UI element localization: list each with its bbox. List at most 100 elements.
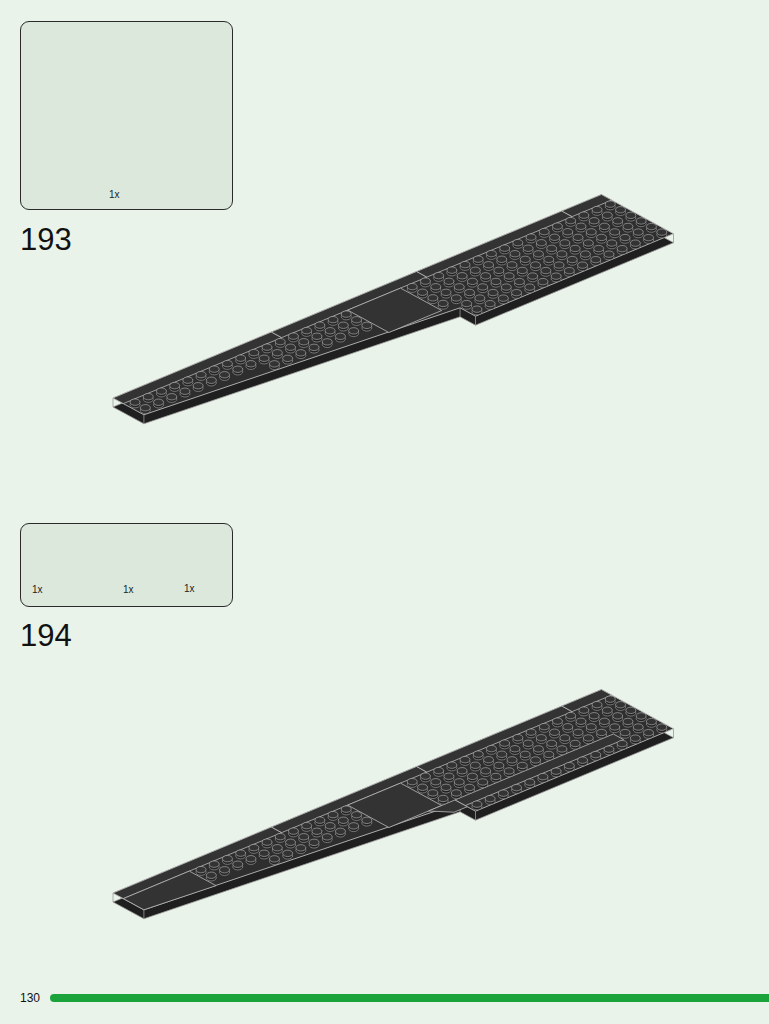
stud — [460, 261, 470, 270]
stud — [531, 757, 541, 766]
stud — [341, 806, 351, 815]
stud — [312, 828, 322, 837]
stud — [497, 751, 507, 760]
stud — [220, 867, 230, 876]
stud — [444, 278, 454, 287]
stud — [236, 355, 246, 364]
wing-plate — [113, 690, 674, 919]
stud — [507, 757, 517, 766]
stud — [512, 289, 522, 298]
stud — [272, 845, 282, 854]
stud — [485, 300, 495, 309]
stud — [497, 256, 507, 265]
stud — [554, 262, 564, 271]
stud — [523, 740, 533, 749]
plate-edge — [113, 398, 114, 407]
plate-edge — [113, 893, 114, 902]
stud — [513, 239, 523, 248]
stud — [288, 333, 298, 342]
stud — [613, 713, 623, 722]
stud — [620, 729, 630, 738]
part-quantity: 1x — [32, 584, 43, 595]
stud — [156, 388, 166, 397]
stud — [472, 801, 482, 810]
stud — [576, 223, 586, 232]
stud — [536, 240, 546, 249]
tile — [455, 734, 624, 806]
stud — [602, 707, 612, 716]
stud — [193, 383, 203, 392]
tile — [348, 783, 442, 827]
stud — [209, 366, 219, 375]
stud — [591, 751, 601, 760]
stud — [605, 696, 615, 705]
stud — [475, 295, 485, 304]
stud — [438, 795, 448, 804]
stud — [454, 779, 464, 788]
stud — [616, 702, 626, 711]
stud — [441, 784, 451, 793]
stud — [488, 289, 498, 298]
stud — [626, 212, 636, 221]
stud — [462, 300, 472, 309]
stud — [504, 273, 514, 282]
plate-edge — [143, 910, 144, 919]
part-quantity: 1x — [109, 189, 120, 200]
stud — [513, 734, 523, 743]
stud — [560, 240, 570, 249]
stud — [420, 773, 430, 782]
stud — [604, 251, 614, 260]
stud — [576, 718, 586, 727]
plate-side — [113, 699, 674, 919]
stud — [302, 327, 312, 336]
stud — [564, 762, 574, 771]
stud — [525, 284, 535, 293]
stud — [431, 779, 441, 788]
stud — [447, 762, 457, 771]
stud — [541, 267, 551, 276]
stud — [288, 828, 298, 837]
stud — [473, 751, 483, 760]
stud — [544, 256, 554, 265]
stud — [249, 349, 259, 358]
part-quantity: 1x — [184, 583, 195, 594]
stud — [552, 718, 562, 727]
stud — [322, 834, 332, 843]
stud — [580, 251, 590, 260]
stud — [560, 735, 570, 744]
stud — [322, 339, 332, 348]
stud — [602, 212, 612, 221]
step-number: 194 — [20, 618, 72, 654]
stud — [196, 866, 206, 875]
stud — [504, 768, 514, 777]
stud — [579, 707, 589, 716]
stud — [539, 723, 549, 732]
stud — [630, 240, 640, 249]
stud — [209, 861, 219, 870]
stud — [630, 735, 640, 744]
stud — [578, 757, 588, 766]
stud — [517, 762, 527, 771]
stud — [550, 234, 560, 243]
stud — [567, 256, 577, 265]
stud — [312, 333, 322, 342]
stud — [233, 861, 243, 870]
stud — [533, 746, 543, 755]
stud — [510, 746, 520, 755]
stud — [140, 405, 150, 414]
stud — [309, 344, 319, 353]
stud — [494, 267, 504, 276]
stud — [428, 790, 438, 799]
stud — [510, 251, 520, 260]
stud — [259, 355, 269, 364]
stud — [418, 784, 428, 793]
stud — [644, 234, 654, 243]
stud — [591, 256, 601, 265]
stud — [286, 839, 296, 848]
stud — [467, 278, 477, 287]
stud — [335, 333, 345, 342]
stud — [617, 740, 627, 749]
stud — [536, 735, 546, 744]
stud — [566, 712, 576, 721]
stud — [564, 267, 574, 276]
